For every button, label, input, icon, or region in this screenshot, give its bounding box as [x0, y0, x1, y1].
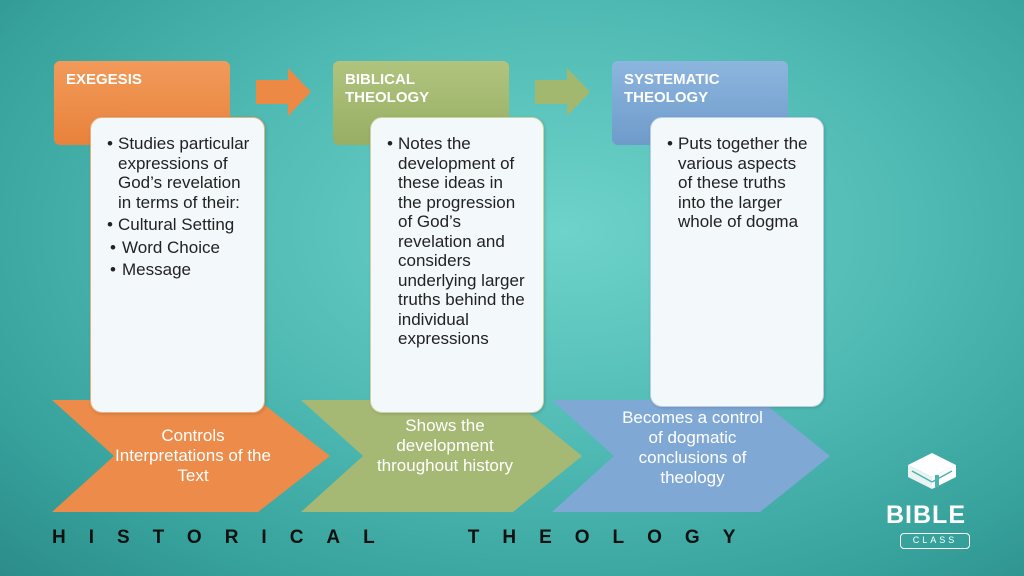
footer-historical-theology: HISTORICAL THEOLOGY [52, 527, 758, 549]
card-point: Message [107, 260, 252, 280]
bible-class-logo: BIBLE CLASS [880, 445, 980, 555]
card-point: Word Choice [107, 238, 252, 258]
card-point: Puts together the various aspects of the… [667, 134, 811, 232]
chevron-biblical [301, 400, 582, 512]
arrow-right-icon [535, 68, 590, 116]
chevron-exegesis [52, 400, 330, 512]
header-title: BIBLICAL THEOLOGY [345, 71, 430, 106]
card-point: Studies particular expressions of God’s … [107, 134, 252, 212]
card-point: Cultural Setting [107, 215, 252, 235]
outcome-exegesis: Controls Interpretations of the Text [115, 426, 271, 485]
logo-tag-box: CLASS [900, 533, 970, 549]
logo-word: BIBLE [886, 501, 966, 529]
header-title: SYSTEMATIC THEOLOGY [624, 71, 720, 106]
card-biblical-theology: Notes the development of these ideas in … [370, 117, 544, 413]
book-icon [908, 453, 956, 489]
arrow-right-icon [256, 68, 311, 116]
chevron-systematic [552, 400, 830, 512]
card-point: Notes the development of these ideas in … [387, 134, 531, 349]
outcome-systematic-theology: Becomes a control of dogmatic conclusion… [622, 408, 763, 487]
logo-tag: CLASS [912, 535, 958, 545]
header-title: EXEGESIS [66, 71, 142, 88]
card-systematic-theology: Puts together the various aspects of the… [650, 117, 824, 407]
card-exegesis: Studies particular expressions of God’s … [90, 117, 265, 413]
footer-theology: THEOLOGY [467, 527, 759, 548]
outcome-biblical-theology: Shows the development throughout history [376, 416, 514, 475]
footer-historical: HISTORICAL [52, 527, 398, 548]
